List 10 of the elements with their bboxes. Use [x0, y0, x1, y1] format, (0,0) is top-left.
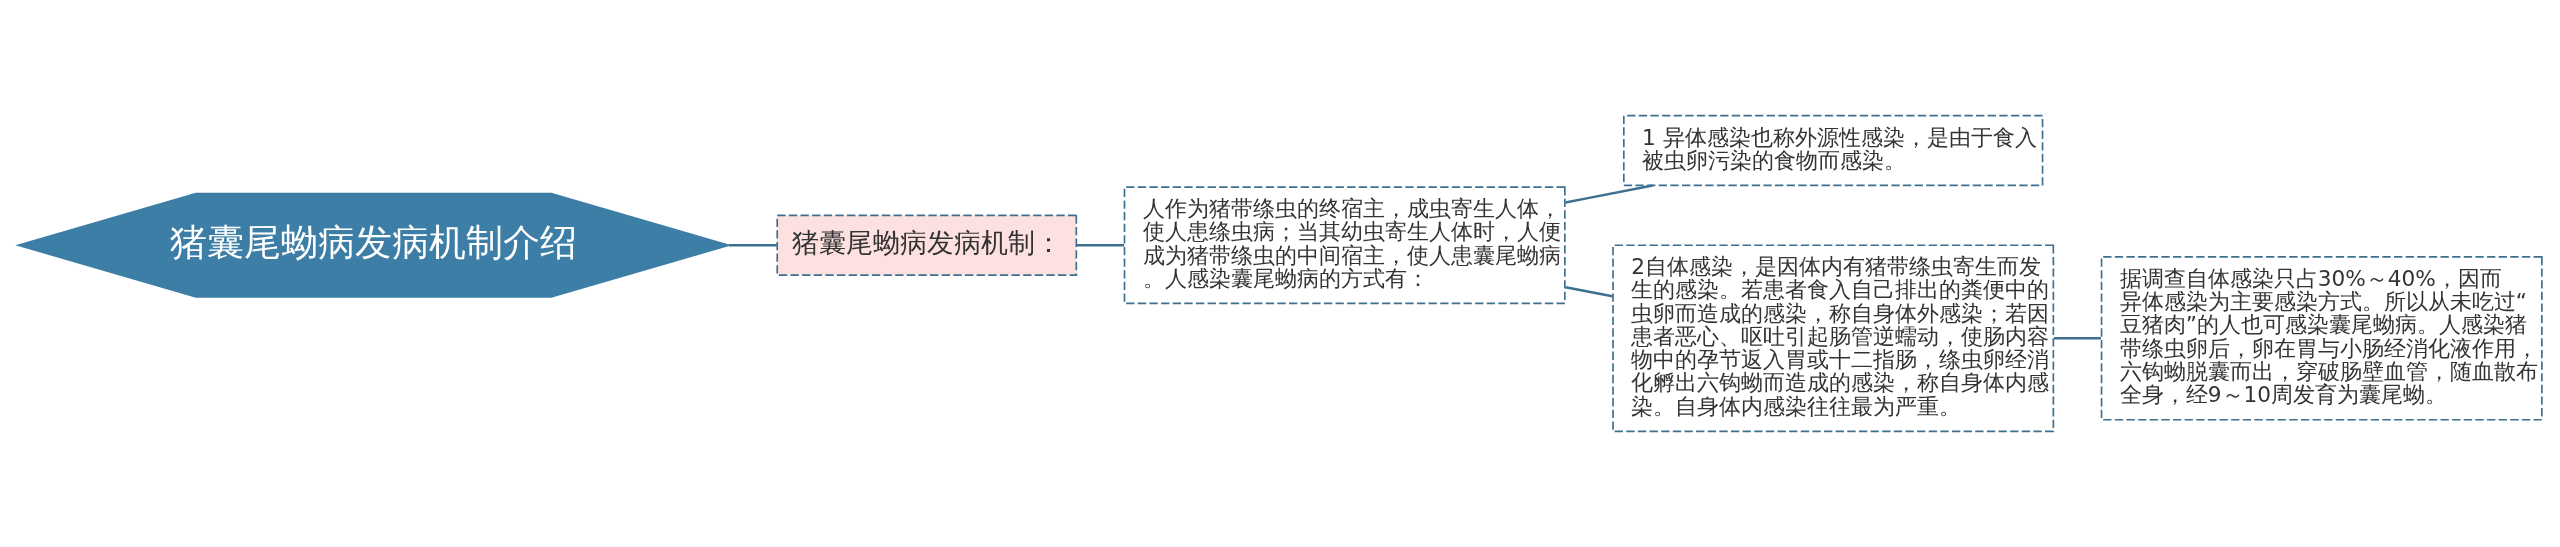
- connector: [2054, 337, 2101, 340]
- node-box: 1 异体感染也称外源性感染，是由于食入被虫卵污染的食物而感染。: [1623, 114, 2044, 187]
- node-box: 据调查自体感染只占30%～40%，因而异体感染为主要感染方式。所以从未吃过“豆猪肉”的人也可感染囊尾蚴病。人感染猪带绦虫卵后，卵在胃与小肠经消化液作用，六钩蚴脱囊而出，穿破肠壁血管，随血散布全身，经9～10周发育为囊尾蚴。: [2100, 256, 2543, 421]
- connector: [728, 244, 777, 247]
- node-box: 人作为猪带绦虫的终宿主，成虫寄生人体，使人患绦虫病；当其幼虫寄生人体时，人便成为猪带绦虫的中间宿主，使人患囊尾蚴病。人感染囊尾蚴病的方式有：: [1123, 186, 1566, 305]
- node-box: 2自体感染，是因体内有猪带绦虫寄生而发生的感染。若患者食入自己排出的粪便中的虫卵而造成的感染，称自身体外感染；若因患者恶心、呕吐引起肠管逆蠕动，使肠内容物中的孕节返入胃或十二指肠，绦虫卵经消化孵出六钩蚴而造成的感染，称自身体内感染。自身体内感染往往最为严重。: [1612, 244, 2055, 433]
- node-box: 猪囊尾蚴病发病机制：: [776, 214, 1078, 276]
- connector: [1565, 286, 1613, 298]
- connector: [1565, 184, 1653, 204]
- connector: [1076, 244, 1125, 247]
